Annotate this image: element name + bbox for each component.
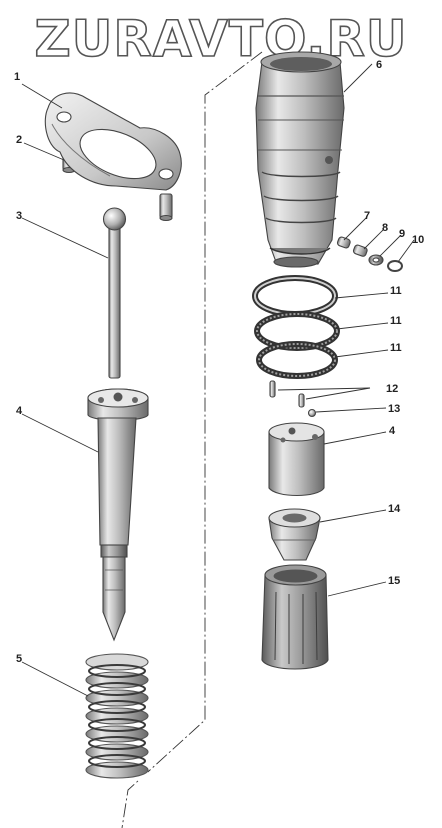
callout-10: 10 [412, 234, 424, 246]
callout-15: 15 [388, 575, 400, 587]
assembly-axis-line [121, 51, 263, 828]
part-spring [85, 653, 149, 780]
callout-12: 12 [386, 383, 398, 395]
callout-2: 2 [16, 134, 22, 146]
callout-6: 6 [376, 59, 382, 71]
part-housing [255, 51, 345, 268]
part-plunger-sleeve [268, 422, 325, 496]
callout-11-bottom: 11 [390, 342, 402, 354]
part-flange [44, 92, 182, 191]
callout-3: 3 [16, 210, 22, 222]
part-union-nut [261, 564, 329, 670]
part-valve-seat [268, 508, 321, 561]
part-push-rod [102, 207, 127, 379]
callout-4-left: 4 [16, 405, 23, 417]
part-small-valve-set [336, 236, 403, 272]
callout-1: 1 [14, 71, 20, 83]
callout-11-top: 11 [390, 285, 402, 297]
callout-4-right: 4 [389, 425, 396, 437]
part-o-rings [252, 275, 340, 379]
watermark-logo: ZURAVTO.RU [35, 10, 408, 68]
leader-lines [21, 63, 415, 697]
callout-11-middle: 11 [390, 315, 402, 327]
callout-7: 7 [364, 210, 370, 222]
callout-9: 9 [399, 228, 405, 240]
part-plunger-left [87, 388, 149, 642]
callout-14: 14 [388, 503, 401, 515]
part-pins [269, 380, 317, 418]
callout-8: 8 [382, 222, 388, 234]
callout-13: 13 [388, 403, 400, 415]
callout-5: 5 [16, 653, 22, 665]
